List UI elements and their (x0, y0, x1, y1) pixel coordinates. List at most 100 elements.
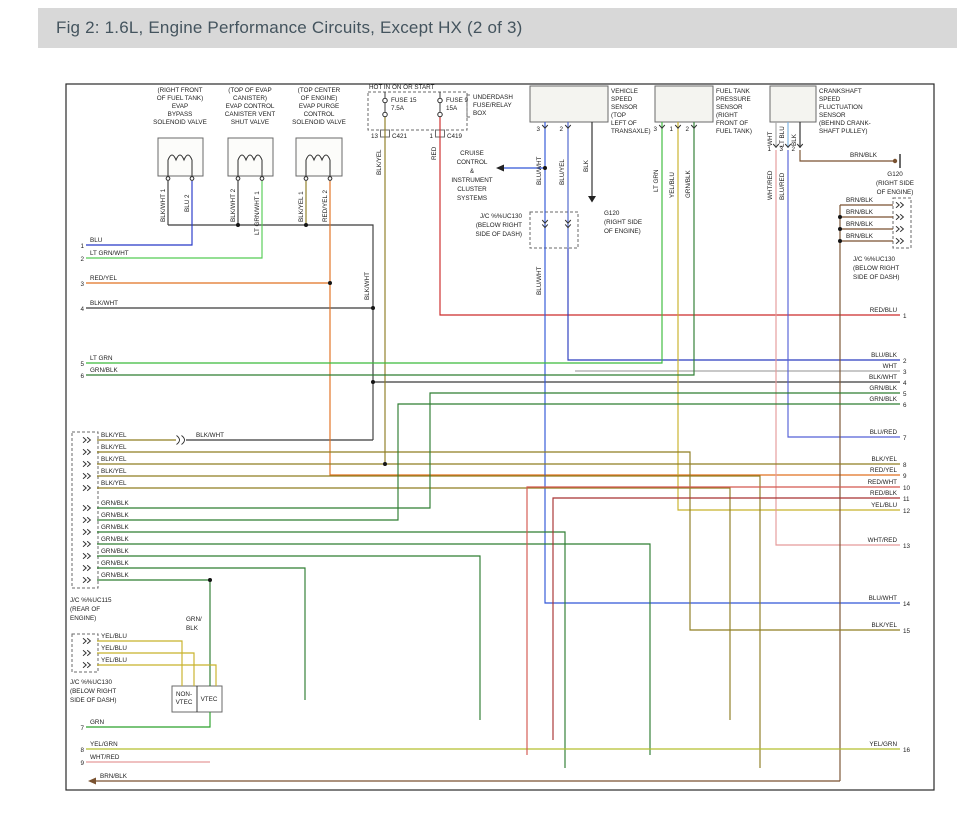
diagram-label: 11 (903, 496, 910, 503)
circle-glyph (382, 111, 388, 118)
component-boxes (65, 83, 935, 791)
wire (799, 150, 893, 162)
component-box (529, 85, 609, 123)
connector-chevron-icon (82, 516, 92, 524)
diagram-label: 10 (903, 485, 911, 492)
diagram-label: 14 (903, 601, 911, 608)
diagram-label: BLK/WHT 2 (230, 188, 237, 222)
diagram-label: 7 (80, 725, 84, 732)
diagram-label: BLK/YEL (101, 480, 127, 487)
diagram-label: 15A (446, 105, 458, 112)
diagram-label: 7 (903, 435, 907, 442)
wire (97, 487, 731, 720)
diagram-label: BLU/WHT (536, 267, 543, 295)
diagram-label: RED/YEL (870, 467, 897, 474)
junction-dot (838, 239, 842, 243)
diagram-label: WHT/RED (868, 537, 898, 544)
diagram-label: FUSE 9 (446, 97, 469, 104)
diagram-label: J/C %%UC115 (70, 597, 112, 604)
diagram-label: WHT (767, 132, 774, 146)
diagram-label: BLU 2 (184, 194, 191, 212)
diagram-label: BLK/WHT (869, 374, 897, 381)
diagram-label: GRN/BLK (101, 524, 129, 531)
connector-chevron-icon (895, 201, 905, 209)
connector-chevron-icon (82, 528, 92, 536)
diagram-label: BLK/WHT (90, 300, 118, 307)
diagram-label: 5 (80, 361, 84, 368)
diagram-label: 1 (80, 243, 84, 250)
diagram-label: BLK/WHT (364, 272, 371, 300)
wire (775, 150, 900, 546)
junction-dot (543, 166, 547, 170)
diagram-label: SIDE OF DASH) (853, 274, 900, 281)
diagram-label: GRN/BLK (101, 536, 129, 543)
wire (86, 122, 695, 376)
junction-dot (838, 227, 842, 231)
connector-chevron-icon (82, 552, 92, 560)
diagram-label: BLK (583, 159, 590, 172)
circle-glyph (235, 176, 241, 181)
diagram-label: G120 (887, 171, 903, 178)
diagram-label: 8 (80, 747, 84, 754)
diagram-label: 7.5A (391, 105, 405, 112)
diagram-label: BRN/BLK (100, 773, 128, 780)
wire (86, 181, 193, 246)
wire (86, 122, 663, 364)
figure-header: Fig 2: 1.6L, Engine Performance Circuits… (38, 8, 957, 48)
connector-chevron-icon (82, 661, 92, 669)
diagram-label: GRN/BLK (869, 396, 897, 403)
diagram-label: J/C %%UC130 (70, 679, 112, 686)
diagram-label: UNDERDASH (473, 94, 513, 101)
diagram-label: 2 (80, 256, 84, 263)
diagram-label: (REAR OF (70, 606, 100, 613)
wire (97, 543, 651, 755)
diagram-label: BLK/YEL (101, 432, 127, 439)
diagram-label: 5 (903, 391, 907, 398)
diagram-label: J/C %%UC130 (853, 256, 895, 263)
solenoid-coil-icon (167, 154, 193, 176)
diagram-label: BLK/YEL 1 (298, 191, 305, 222)
wire (97, 640, 183, 686)
arrow-icon (496, 164, 504, 172)
diagram-label: 16 (903, 747, 911, 754)
wire (552, 497, 900, 740)
diagram-label: 1 (669, 126, 673, 133)
diagram-label: YEL/GRN (90, 741, 118, 748)
diagram-label: GRN/BLK (101, 572, 129, 579)
diagram-label: 3 (80, 281, 84, 288)
diagram-label: CLUSTER (457, 186, 487, 193)
diagram-label: BRN/BLK (846, 233, 874, 240)
diagram-label: 1 (903, 313, 907, 320)
diagram-label: 12 (903, 508, 911, 515)
diagram-label: (TOP (611, 112, 626, 119)
diagram-label: BOX (473, 110, 487, 117)
diagram-label: GRN/ (186, 616, 202, 623)
solenoid-coil-icon (237, 154, 263, 176)
diagram-label: EVAP PURGE (299, 103, 339, 110)
diagram-label: SOLENOID VALVE (153, 119, 207, 126)
diagram-label: 3 (903, 369, 907, 376)
diagram-label: INSTRUMENT (451, 177, 492, 184)
diagram-label: SENSOR (716, 104, 743, 111)
diagram-label: BRN/BLK (846, 209, 874, 216)
diagram-label: BLK/YEL (101, 456, 127, 463)
solenoid-coil-icon (305, 154, 331, 176)
diagram-label: BLU/YEL (559, 159, 566, 185)
diagram-label: BLK (186, 625, 199, 632)
connector-chevron-icon (658, 124, 666, 129)
diagram-label: BLU/WHT (536, 157, 543, 185)
diagram-label: SENSOR (611, 104, 638, 111)
diagram-label: (BELOW RIGHT (476, 222, 522, 229)
diagram-label: G120 (604, 210, 620, 217)
diagram-label: FLUCTUATION (819, 104, 863, 111)
symbols (82, 92, 905, 785)
wire (97, 567, 306, 700)
wire (168, 224, 374, 440)
diagram-label: BRN/BLK (846, 197, 874, 204)
junction-dot (383, 462, 387, 466)
diagram-label: & (470, 168, 475, 175)
diagram-label: 4 (80, 306, 84, 313)
diagram-label: FRONT OF (716, 120, 748, 127)
wire (544, 122, 900, 604)
